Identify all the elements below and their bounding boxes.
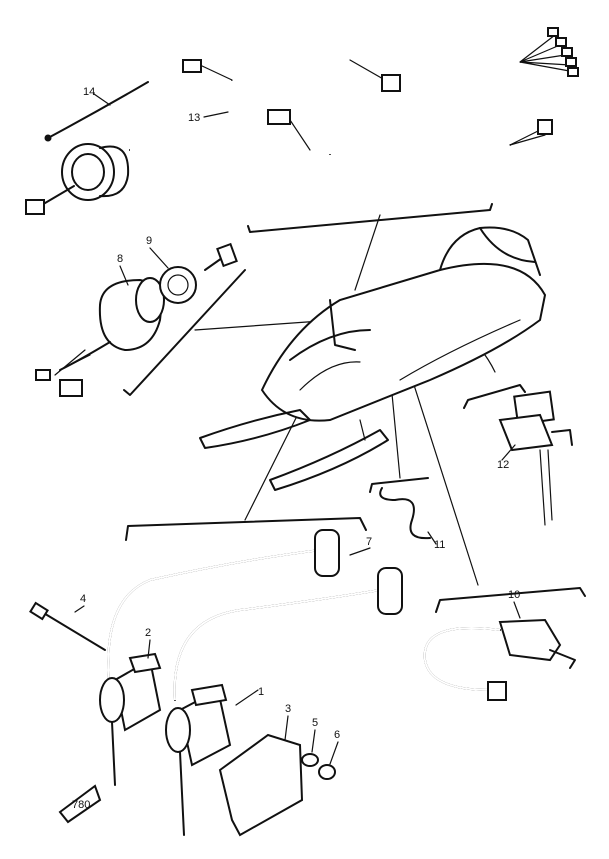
callout-7: 7 (366, 536, 372, 548)
sensor-switch-assembly (423, 618, 576, 701)
bracket-clip-group (369, 477, 429, 493)
ignition-coil-right (165, 683, 232, 836)
main-switch-assembly (35, 242, 238, 397)
callout-9: 9 (146, 235, 152, 247)
wire-harness (129, 27, 579, 205)
callout-11: 11 (434, 539, 445, 551)
ignition-coil-left (99, 652, 162, 786)
bracket-switch-group (123, 269, 246, 396)
tail-lamp-assembly (25, 81, 149, 215)
callout-8: 8 (117, 253, 123, 265)
callout-5: 5 (312, 717, 318, 729)
callout-6: 6 (334, 729, 340, 741)
bracket-relay-group (463, 384, 526, 409)
bracket-ignition-group (125, 517, 367, 541)
callout-3: 3 (285, 703, 291, 715)
mounting-bolt (29, 601, 106, 651)
high-tension-cables (107, 529, 403, 701)
callout-1: 1 (258, 686, 264, 698)
relay-assembly (498, 390, 573, 526)
callout-2: 2 (145, 627, 151, 639)
coil-bracket-plate (218, 733, 304, 837)
callout-13: 13 (188, 112, 200, 124)
nut (318, 764, 336, 780)
bracket-harness-group (247, 203, 493, 233)
washer (301, 753, 319, 767)
callout-leaders (74, 93, 521, 765)
callout-12: 12 (497, 459, 509, 471)
corner-tag: 780 (58, 784, 102, 824)
callout-14: 14 (83, 86, 95, 98)
corner-tag-text: 780 (72, 799, 90, 811)
snowmobile-body (199, 226, 547, 491)
wire-clip (379, 487, 431, 540)
bracket-sensor-group (435, 587, 586, 613)
callout-4: 4 (80, 593, 86, 605)
callouts: 1 2 3 4 5 6 7 8 9 10 11 12 13 14 (80, 86, 520, 741)
callout-10: 10 (508, 589, 520, 601)
leader-harness (354, 214, 381, 291)
